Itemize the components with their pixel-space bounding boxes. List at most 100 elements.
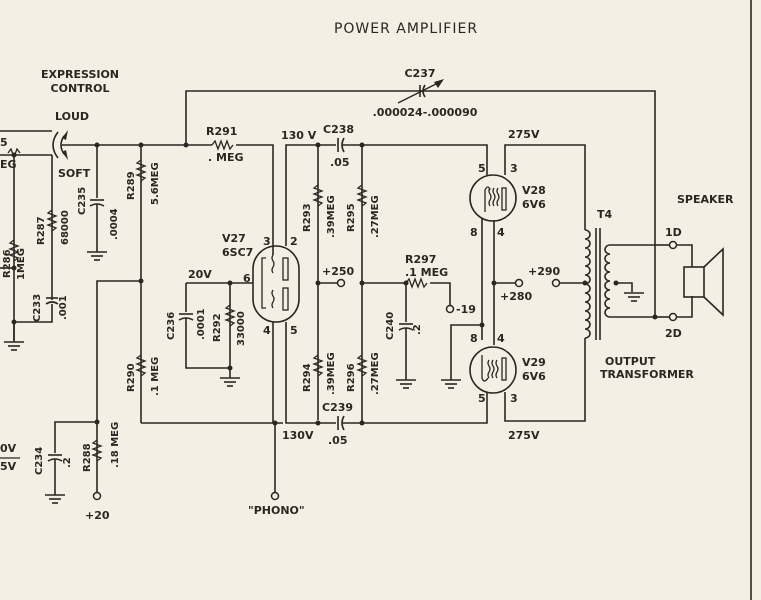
v29-pin-3: 3 [510, 392, 518, 405]
c234-label: C234 [34, 447, 45, 475]
junction [227, 365, 233, 371]
r295-resistor [356, 184, 368, 207]
r286-label: R286 [2, 249, 13, 278]
c233-plate-curved [45, 301, 59, 305]
wire [616, 282, 633, 292]
v27-pin-3: 3 [263, 235, 271, 248]
r296-resistor [356, 354, 368, 377]
r293-label: R293 [302, 203, 313, 232]
wire [676, 296, 693, 318]
v29-pin-5: 5 [478, 392, 486, 405]
c238-label: C238 [323, 123, 354, 136]
r297-label: R297 [405, 253, 436, 266]
speaker-label: SPEAKER [677, 193, 734, 206]
neg19-terminal [445, 304, 455, 314]
v130-bot-label: 130V [282, 429, 314, 442]
page-title: POWER AMPLIFIER [334, 21, 478, 37]
ground-icon [87, 251, 107, 261]
left-partial-label: EG [0, 158, 17, 171]
v29-pin-4: 4 [497, 332, 505, 345]
soft-label: SOFT [58, 167, 91, 180]
ground-icon [220, 377, 240, 387]
c235-value: .0004 [109, 208, 120, 240]
c233-value: .001 [58, 295, 69, 320]
speaker-terminal-2d [668, 312, 678, 322]
v27-label: V27 [222, 232, 246, 245]
c237-variable-capacitor [397, 79, 444, 104]
v27-tube [252, 245, 300, 323]
ground-icon [4, 322, 24, 351]
phono-label: "PHONO" [248, 504, 305, 517]
v29-tube [469, 346, 517, 394]
plus250-label: +250 [322, 265, 355, 278]
r288-label: R288 [82, 443, 93, 472]
left-partial-label: 5 [0, 136, 8, 149]
r288-value: .18 MEG [110, 422, 121, 468]
v28-pin-5: 5 [478, 162, 486, 175]
v27-pin-6: 6 [243, 272, 251, 285]
wire [96, 280, 141, 420]
wire [504, 338, 586, 422]
wire [676, 244, 693, 267]
phono-terminal [270, 491, 280, 501]
v28-label: V28 [522, 184, 546, 197]
pin-2d: 2D [665, 327, 682, 340]
plus280-label: +280 [500, 290, 533, 303]
control-label: CONTROL [51, 82, 110, 95]
wire [342, 392, 488, 424]
r287-resistor [46, 209, 58, 232]
r296-value: .27MEG [370, 352, 381, 395]
speaker-terminal-1d [668, 240, 678, 250]
wire [504, 144, 586, 230]
c240-value: .2 [412, 324, 423, 335]
t4-transformer [584, 228, 611, 340]
v27-type: 6SC7 [222, 246, 253, 259]
plus20-label: +20 [85, 509, 110, 522]
r290-resistor [135, 354, 147, 377]
expression-control-switch [52, 130, 68, 160]
r297-resistor [405, 277, 428, 289]
plus290-label: +290 [528, 265, 561, 278]
r286-resistor [8, 239, 20, 262]
r293-resistor [312, 184, 324, 207]
v28-type: 6V6 [522, 198, 546, 211]
wire [285, 144, 316, 246]
r292-resistor [224, 304, 236, 327]
r288-resistor [91, 439, 103, 462]
r289-value: 5.6MEG [150, 162, 161, 205]
c235-label: C235 [77, 187, 88, 215]
v29-label: V29 [522, 356, 546, 369]
v28-tube [469, 174, 517, 222]
r292-value: 33000 [236, 311, 247, 346]
v28-pin-8: 8 [470, 226, 478, 239]
wire [185, 318, 230, 369]
wire [450, 324, 482, 380]
c233-label: C233 [32, 294, 43, 322]
wire [342, 144, 488, 166]
plus290-terminal [551, 278, 561, 288]
ground-icon [441, 379, 461, 389]
r289-resistor [135, 159, 147, 182]
r290-label: R290 [126, 363, 137, 392]
left-partial-label: 5V [0, 460, 17, 473]
output-label: OUTPUT [605, 355, 656, 368]
v275-bot-label: 275V [508, 429, 540, 442]
speaker-icon [683, 247, 724, 317]
r294-label: R294 [302, 363, 313, 392]
pin-1d: 1D [665, 226, 682, 239]
r291-label: R291 [206, 125, 237, 138]
c236-value: .0001 [196, 308, 207, 340]
r287-value: 68000 [60, 210, 71, 245]
r297-value: .1 MEG [405, 266, 448, 279]
c239-label: C239 [322, 401, 353, 414]
r295-value: .27MEG [370, 195, 381, 238]
c238-value: .05 [330, 156, 350, 169]
v29-type: 6V6 [522, 370, 546, 383]
v27-pin-4: 4 [263, 324, 271, 337]
transformer-label: TRANSFORMER [600, 368, 694, 381]
neg19-label: -19 [456, 303, 476, 316]
c236-label: C236 [166, 312, 177, 340]
v130-top-label: 130 V [281, 129, 317, 142]
r291-resistor [211, 139, 234, 151]
